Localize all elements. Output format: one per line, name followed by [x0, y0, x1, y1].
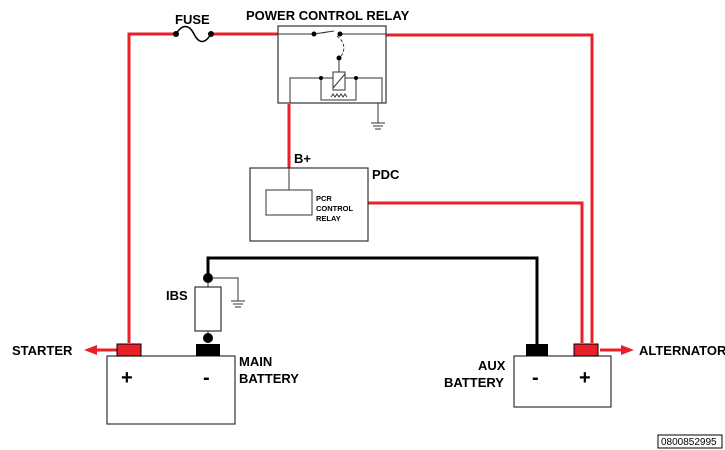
- main-battery-negative-terminal: [196, 344, 220, 356]
- wire-main-positive-to-fuse: [127, 32, 175, 343]
- relay-contact-dot: [354, 76, 358, 80]
- aux-battery-box: [513, 355, 612, 408]
- fuse-label: FUSE: [175, 12, 210, 27]
- fuse-icon: [173, 25, 214, 43]
- aux-battery-minus-sign: -: [532, 367, 539, 389]
- relay-contact-dot: [336, 55, 342, 61]
- pdc-label: PDC: [372, 167, 400, 182]
- doc-id-box: [657, 434, 723, 449]
- main-battery-box: [106, 355, 236, 425]
- ibs-sensor-icon: [194, 273, 245, 343]
- aux-battery-negative-terminal: [526, 344, 548, 356]
- relay-contact-dot: [337, 31, 343, 37]
- main-battery-label-line1: MAIN: [239, 354, 272, 369]
- ground-wiring: [206, 256, 539, 344]
- starter-label: STARTER: [12, 343, 73, 358]
- ibs-label: IBS: [166, 288, 188, 303]
- main-battery-plus-sign: +: [121, 367, 133, 389]
- main-battery-label-line2: BATTERY: [239, 371, 299, 386]
- power-control-relay-label: POWER CONTROL RELAY: [246, 8, 410, 23]
- power-control-relay-box: [277, 25, 387, 104]
- starter-arrow-icon: [84, 345, 97, 355]
- positive-wiring: [96, 32, 622, 352]
- main-battery-positive-terminal: [116, 343, 142, 357]
- pcr-control-relay-box: [265, 189, 313, 216]
- wire-pdc-to-aux: [368, 201, 584, 343]
- aux-battery-positive-terminal: [573, 343, 599, 357]
- alternator-label: ALTERNATOR: [639, 343, 725, 358]
- pcr-label-line1: PCR: [316, 194, 332, 203]
- doc-id-label: 0800852995: [661, 437, 717, 448]
- pcr-label-line2: CONTROL: [316, 204, 353, 213]
- relay-contact-dot: [311, 31, 317, 37]
- alternator-arrow-icon: [621, 345, 634, 355]
- b-plus-label: B+: [294, 151, 311, 166]
- relay-contact-dot: [319, 76, 323, 80]
- aux-battery-label-line1: AUX: [478, 358, 506, 373]
- wire-ibs-to-aux-negative: [206, 256, 539, 344]
- aux-battery-label-line2: BATTERY: [444, 375, 504, 390]
- wire-relay-to-aux-positive: [386, 33, 594, 343]
- main-battery-minus-sign: -: [203, 367, 210, 389]
- aux-battery-plus-sign: +: [579, 367, 591, 389]
- pcr-label-line3: RELAY: [316, 214, 341, 223]
